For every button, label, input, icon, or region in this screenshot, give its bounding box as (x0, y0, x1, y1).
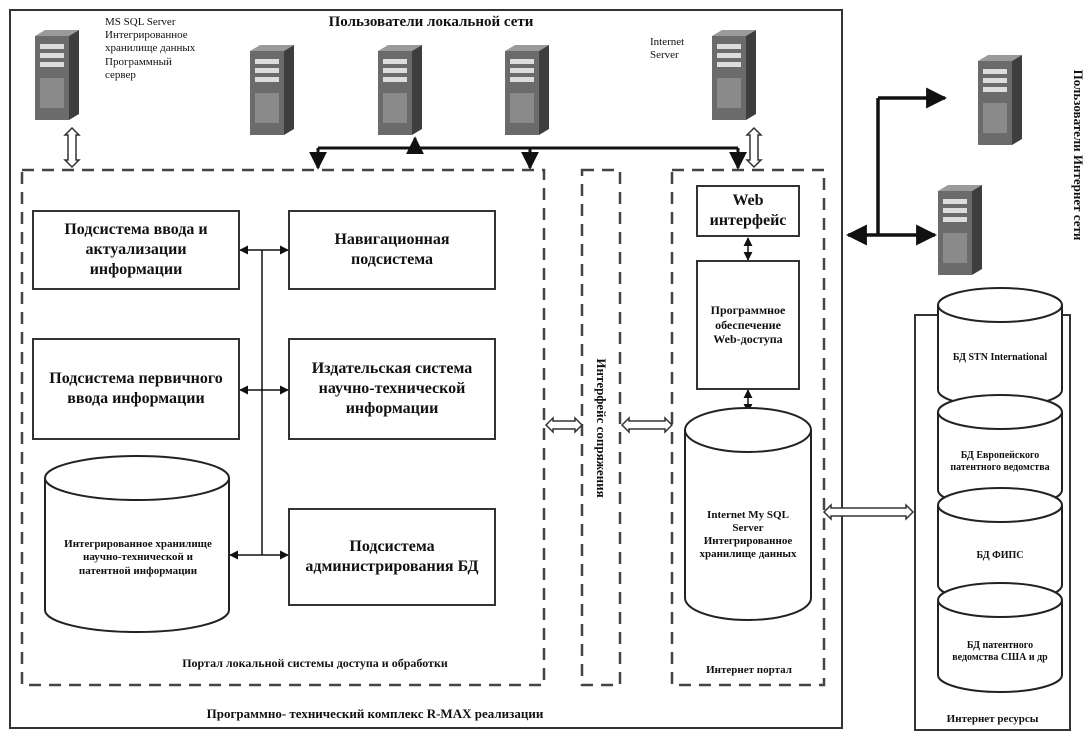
internet-portal-frame (670, 168, 826, 687)
resource-db-fips: БД ФИПС (976, 550, 1024, 561)
complex-frame (9, 9, 843, 729)
internet-users-label: Пользователи Интернет сети (1071, 69, 1086, 241)
resources-caption: Интернет ресурсы (946, 713, 1039, 725)
web-access-software-box: Программное обеспечение Web-доступа (696, 260, 800, 390)
local-portal-frame (20, 168, 546, 687)
internet-server-label: Internet Server (650, 36, 685, 62)
db-admin-box: Подсистема администрирования БД (288, 508, 496, 606)
publishing-system-box: Издательская система научно-технической … (288, 338, 496, 440)
primary-input-box: Подсистема первичного ввода информации (32, 338, 240, 440)
local-users-title: Пользователи локальной сети (328, 14, 534, 30)
internet-mysql-db-label: Internet My SQL Server Интегрированное х… (699, 508, 797, 561)
cylinders (44, 287, 1063, 693)
complex-caption: Программно- технический комплекс R-MAX р… (206, 706, 544, 721)
server-icon (35, 30, 1022, 275)
mssql-server-label: MS SQL Server Интегрированное хранилище … (105, 16, 196, 81)
internet-portal-caption: Интернет портал (706, 664, 792, 676)
resource-db-stn: БД STN International (952, 352, 1048, 363)
integrated-storage-label: Интегрированное хранилище научно-техниче… (64, 538, 212, 577)
interface-label: Интерфейс сопряжения (594, 358, 609, 498)
input-subsystem-box: Подсистема ввода и актуализации информац… (32, 210, 240, 290)
web-interface-box: Web интерфейс (696, 185, 800, 237)
resource-db-epo: БД Европейского патентного ведомства (950, 450, 1050, 473)
resource-db-usa: БД патентного ведомства США и др (952, 640, 1048, 663)
navigation-subsystem-box: Навигационная подсистема (288, 210, 496, 290)
interface-frame (580, 168, 622, 687)
local-portal-caption: Портал локальной системы доступа и обраб… (182, 656, 448, 670)
